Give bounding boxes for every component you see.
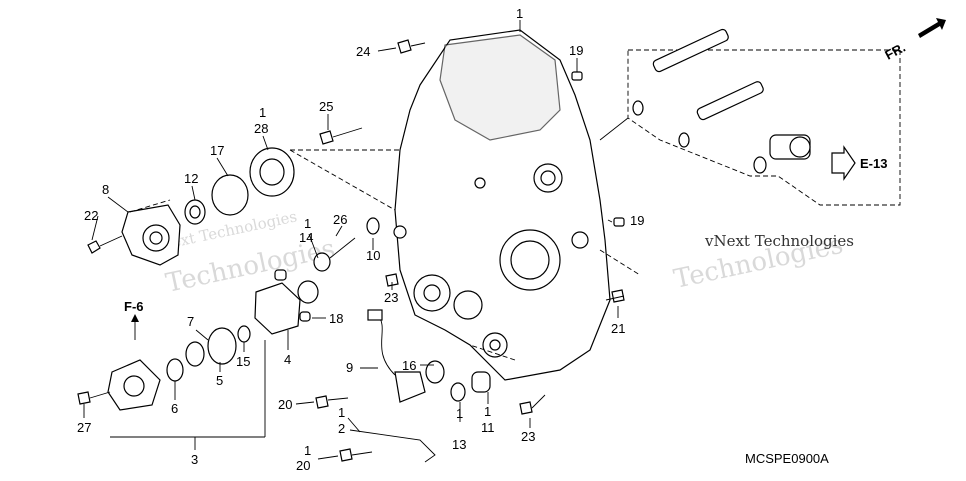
- watermark-overlay: vNext Technologies: [704, 232, 854, 250]
- callout-10: 10: [366, 248, 380, 263]
- e13-arrow-icon: [831, 145, 856, 181]
- callout-labels: 1 19 24 25 1 28 17 12 8 22 1 14 26 10 19…: [77, 6, 908, 473]
- f6-arrow-icon: [131, 314, 139, 340]
- callout-23-mid: 23: [384, 290, 398, 305]
- front-arrow-icon: [918, 18, 946, 38]
- detail-enclosure: [599, 49, 901, 206]
- callout-22: 22: [84, 208, 98, 223]
- callout-20-lower: 20: [296, 458, 310, 473]
- shaft-detail-parts: [632, 28, 811, 174]
- left-assemblies: [77, 39, 625, 463]
- callout-16: 16: [402, 358, 416, 373]
- callout-1-collar: 1: [484, 404, 491, 419]
- case-cover-body: [393, 29, 611, 381]
- callout-21: 21: [611, 321, 625, 336]
- callout-26: 26: [333, 212, 347, 227]
- callout-17: 17: [210, 143, 224, 158]
- callout-13: 13: [452, 437, 466, 452]
- callout-6: 6: [171, 401, 178, 416]
- callout-12: 12: [184, 171, 198, 186]
- callout-24: 24: [356, 44, 370, 59]
- callout-1-cover: 1: [516, 6, 523, 21]
- callout-8: 8: [102, 182, 109, 197]
- callout-4: 4: [284, 352, 291, 367]
- ref-e13-label: E-13: [860, 156, 887, 171]
- callout-leaders: [83, 20, 619, 460]
- watermark-right-small: vNext Technologies: [704, 232, 854, 250]
- callout-11: 11: [481, 420, 495, 435]
- dashed-leaders: [129, 149, 641, 361]
- callout-1-seal: 1: [456, 406, 463, 421]
- callout-1-oring: 1: [304, 216, 311, 231]
- callout-20-upper: 20: [278, 397, 292, 412]
- callout-5: 5: [216, 373, 223, 388]
- callout-7: 7: [187, 314, 194, 329]
- diagram-code: MCSPE0900A: [745, 451, 829, 466]
- front-marker-label: FR.: [882, 40, 908, 63]
- ref-f6-label: F-6: [124, 299, 144, 314]
- callout-25: 25: [319, 99, 333, 114]
- callout-9: 9: [346, 360, 353, 375]
- callout-14: 14: [299, 230, 313, 245]
- callout-1-clip: 1: [338, 405, 345, 420]
- callout-28: 28: [254, 121, 268, 136]
- callout-1-bolt-lower: 1: [304, 443, 311, 458]
- callout-15: 15: [236, 354, 250, 369]
- callout-2: 2: [338, 421, 345, 436]
- callout-18: 18: [329, 311, 343, 326]
- callout-1-bearing: 1: [259, 105, 266, 120]
- callout-3: 3: [191, 452, 198, 467]
- callout-27: 27: [77, 420, 91, 435]
- callout-23-bottom: 23: [521, 429, 535, 444]
- callout-19-top: 19: [569, 43, 583, 58]
- callout-19-mid: 19: [630, 213, 644, 228]
